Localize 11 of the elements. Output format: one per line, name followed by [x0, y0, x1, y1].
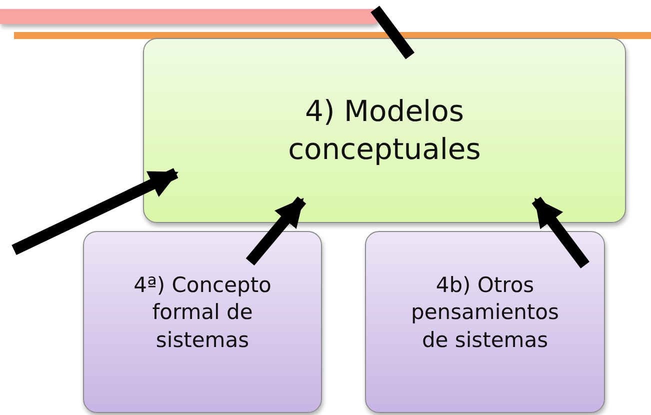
- arrow: [12, 168, 178, 255]
- arrow: [246, 196, 306, 266]
- node-label: 4b) Otros pensamientos de sistemas: [410, 272, 560, 354]
- node-label: 4ª) Concepto formal de sistemas: [132, 272, 272, 354]
- process-box: [365, 231, 605, 413]
- connector-line: [370, 6, 415, 60]
- bar-shape: [0, 9, 380, 24]
- arrow: [532, 196, 590, 268]
- process-box: [143, 38, 626, 223]
- process-box: [83, 231, 322, 413]
- node-label: 4) Modelos conceptuales: [287, 92, 482, 168]
